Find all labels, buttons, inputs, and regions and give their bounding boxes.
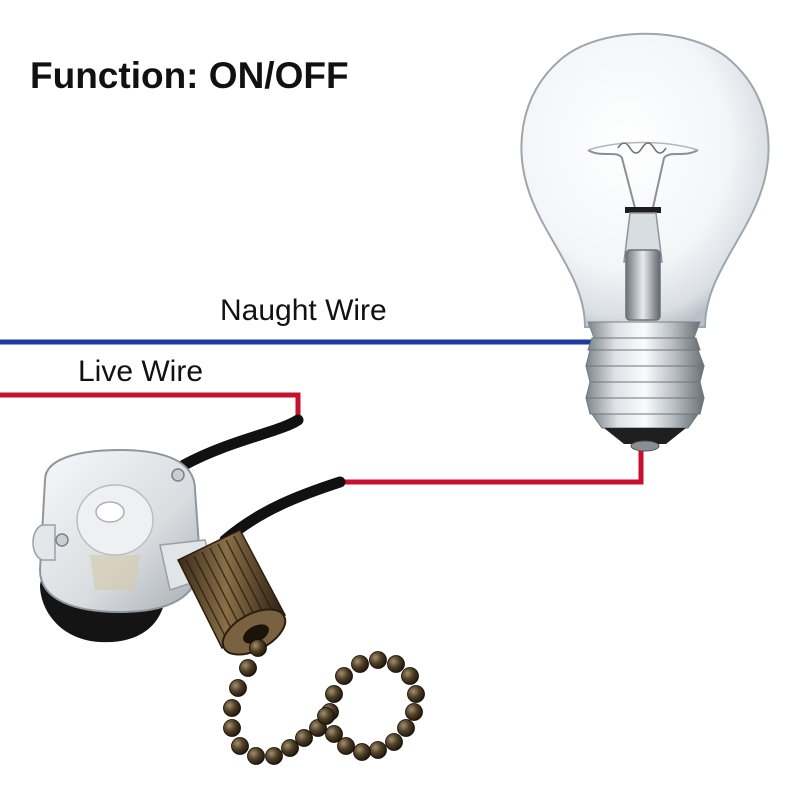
chain-bead	[265, 747, 283, 765]
chain-bead	[405, 703, 423, 721]
chain-bead	[239, 659, 257, 677]
chain-bead	[229, 679, 247, 697]
chain-bead	[295, 729, 313, 747]
chain-bead	[325, 685, 343, 703]
pull-chain-icon	[223, 639, 425, 765]
light-bulb-icon	[520, 32, 770, 452]
chain-bead	[387, 655, 405, 673]
chain-bead	[407, 685, 425, 703]
chain-bead	[223, 699, 241, 717]
chain-bead	[369, 651, 387, 669]
switch-lead-wires	[178, 414, 346, 546]
chain-bead	[223, 719, 241, 737]
pull-chain-switch-icon	[32, 448, 287, 656]
chain-bead	[231, 737, 249, 755]
chain-bead	[249, 639, 267, 657]
chain-bead	[317, 707, 335, 725]
live-wire	[0, 392, 301, 420]
chain-bead	[385, 733, 403, 751]
naught-wire-label: Naught Wire	[220, 294, 387, 327]
chain-bead	[369, 741, 387, 759]
chain-bead	[353, 743, 371, 761]
chain-bead	[247, 747, 265, 765]
chain-bead	[351, 655, 369, 673]
switched-live-wire	[340, 450, 644, 485]
chain-bead	[337, 737, 355, 755]
chain-bead	[325, 725, 343, 743]
diagram-title: Function: ON/OFF	[30, 55, 349, 96]
chain-bead	[335, 667, 353, 685]
chain-bead	[401, 667, 419, 685]
chain-bead	[281, 739, 299, 757]
chain-bead	[397, 719, 415, 737]
live-wire-label: Live Wire	[78, 355, 204, 388]
